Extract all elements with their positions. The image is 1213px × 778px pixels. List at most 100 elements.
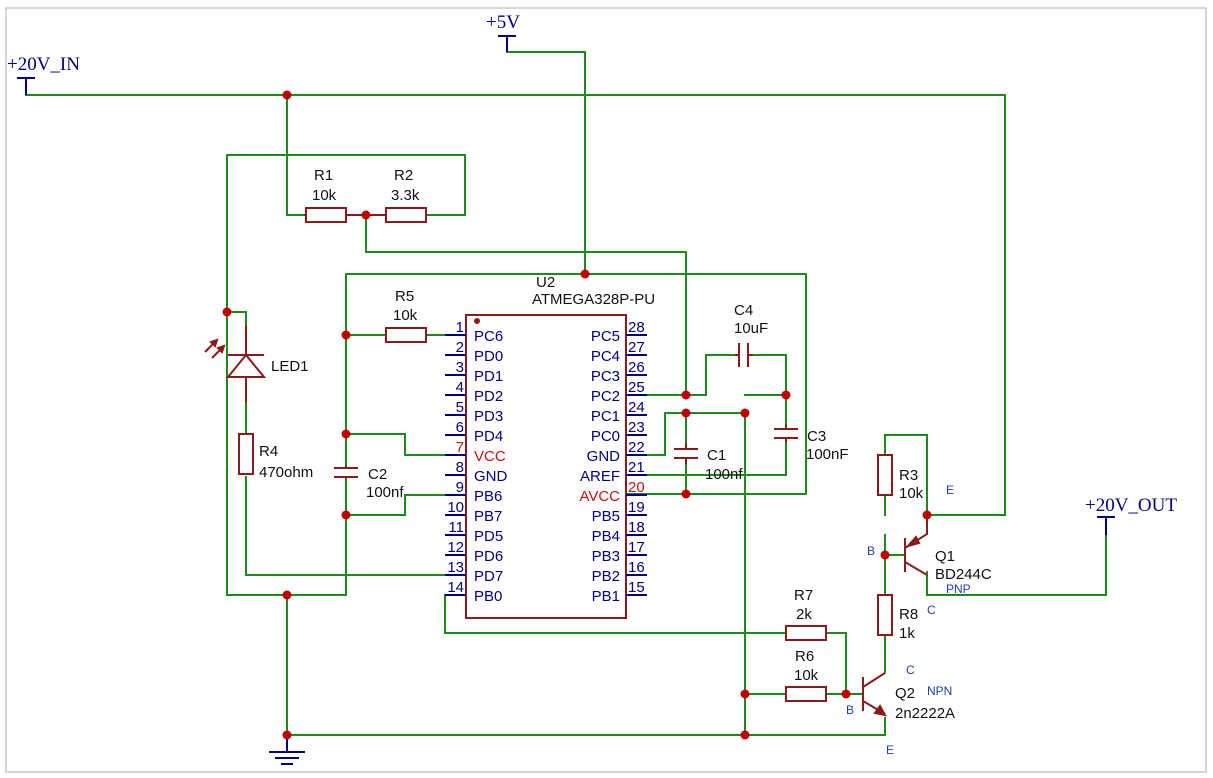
u2-ref: U2 <box>536 274 555 291</box>
r3-value: 10k <box>899 485 924 502</box>
transistor-q1: E B C Q1 BD244C PNP <box>867 483 992 617</box>
u2-pin-num-20: 20 <box>628 479 645 496</box>
u2-left-pins: 1PC62PD03PD14PD25PD36PD47VCC8GND9PB610PB… <box>445 319 508 605</box>
power-out-label: +20V_OUT <box>1085 495 1177 516</box>
u2-pin-name-22: GND <box>587 448 621 465</box>
u2-pin-name-1: PC6 <box>474 328 503 345</box>
u2-pin-name-28: PC5 <box>591 328 620 345</box>
u2-pin-num-23: 23 <box>628 419 645 436</box>
r8-value: 1k <box>899 625 915 642</box>
junctions <box>222 90 932 740</box>
u2-pin-name-13: PD7 <box>474 568 503 585</box>
u2-pin-name-18: PB4 <box>592 528 620 545</box>
resistor-r2: R2 3.3k <box>366 167 427 223</box>
c1-ref: C1 <box>707 447 726 464</box>
r7-value: 2k <box>796 606 812 623</box>
capacitor-c1: C1 100nf <box>674 443 743 483</box>
r5-value: 10k <box>393 307 418 324</box>
u2-pin-name-16: PB2 <box>592 568 620 585</box>
u2-pin-num-18: 18 <box>628 519 645 536</box>
u2-pin-num-13: 13 <box>447 559 464 576</box>
r6-value: 10k <box>794 667 819 684</box>
u2-right-pins: 28PC527PC426PC325PC224PC123PC022GND21ARE… <box>579 319 647 605</box>
r2-ref: R2 <box>394 167 413 184</box>
u2-pin-name-3: PD1 <box>474 368 503 385</box>
resistor-r3: R3 10k <box>877 454 924 502</box>
c1-value: 100nf <box>705 466 743 483</box>
u2-pin-num-22: 22 <box>628 439 645 456</box>
u2-pin-num-14: 14 <box>447 579 464 596</box>
u2-value: ATMEGA328P-PU <box>532 291 655 308</box>
c3-ref: C3 <box>807 428 826 445</box>
c2-value: 100nf <box>366 484 404 501</box>
q1-b-label: B <box>867 544 875 558</box>
q1-c-label: C <box>927 603 936 617</box>
q2-ref: Q2 <box>895 685 915 702</box>
resistor-r1: R1 10k <box>304 167 366 223</box>
r4-ref: R4 <box>259 443 278 460</box>
q1-value: BD244C <box>935 566 992 583</box>
u2-pin-num-25: 25 <box>628 379 645 396</box>
u2-pin-name-6: PD4 <box>474 428 503 445</box>
u2-pin-name-27: PC4 <box>591 348 620 365</box>
u2-pin-num-28: 28 <box>628 319 645 336</box>
c2-ref: C2 <box>368 466 387 483</box>
u2-pin-name-23: PC0 <box>591 428 620 445</box>
u2-pin-name-7: VCC <box>474 448 506 465</box>
u2-pin-num-1: 1 <box>456 319 464 336</box>
u2-pin-name-9: PB6 <box>474 488 502 505</box>
resistor-r4: R4 470ohm <box>238 433 313 481</box>
q1-type: PNP <box>946 582 971 596</box>
u2-pin-name-5: PD3 <box>474 408 503 425</box>
u2-pin-num-8: 8 <box>456 459 464 476</box>
r8-ref: R8 <box>899 606 918 623</box>
u2-pin-num-6: 6 <box>456 419 464 436</box>
u2-pin-name-25: PC2 <box>591 388 620 405</box>
resistor-r5: R5 10k <box>385 288 427 343</box>
led1: LED1 <box>204 325 309 403</box>
u2-pin-num-3: 3 <box>456 359 464 376</box>
u2-pin-num-24: 24 <box>628 399 645 416</box>
u2-pin-name-11: PD5 <box>474 528 503 545</box>
c4-value: 10uF <box>734 320 768 337</box>
u2-pin-num-11: 11 <box>448 519 464 536</box>
r3-ref: R3 <box>899 467 918 484</box>
u2-pin-num-21: 21 <box>628 459 645 476</box>
q2-value: 2n2222A <box>895 705 955 722</box>
resistor-r8: R8 1k <box>877 594 918 642</box>
u2-pin-name-15: PB1 <box>592 588 620 605</box>
r7-ref: R7 <box>794 587 813 604</box>
c3-value: 100nF <box>806 446 849 463</box>
u2-pin-num-5: 5 <box>456 399 464 416</box>
q1-ref: Q1 <box>935 548 955 565</box>
u2-pin-num-2: 2 <box>456 339 464 356</box>
u2-pin-num-9: 9 <box>456 479 464 496</box>
u2-pin-name-14: PB0 <box>474 588 502 605</box>
u2-pin-name-19: PB5 <box>592 508 620 525</box>
q2-b-label: B <box>846 703 854 717</box>
u2-pin-name-20: AVCC <box>579 488 620 505</box>
u2-pin-num-15: 15 <box>628 579 645 596</box>
capacitor-c3: C3 100nF <box>774 425 849 463</box>
u2-pin-name-4: PD2 <box>474 388 503 405</box>
u2-pin-num-10: 10 <box>447 499 464 516</box>
u2-pin-name-17: PB3 <box>592 548 620 565</box>
c4-ref: C4 <box>734 302 753 319</box>
power-5v-label: +5V <box>486 12 520 33</box>
u2-pin-name-21: AREF <box>580 468 620 485</box>
u2-pin-name-2: PD0 <box>474 348 503 365</box>
r5-ref: R5 <box>395 288 414 305</box>
resistor-r6: R6 10k <box>785 648 827 702</box>
resistor-r7: R7 2k <box>785 587 827 641</box>
q2-e-label: E <box>886 743 894 757</box>
u2-pin-num-12: 12 <box>447 539 464 556</box>
u2-pin-num-26: 26 <box>628 359 645 376</box>
u2-pin-name-24: PC1 <box>591 408 620 425</box>
u2-pin-name-8: GND <box>474 468 508 485</box>
u2-pin-name-12: PD6 <box>474 548 503 565</box>
power-in-label: +20V_IN <box>7 54 80 75</box>
capacitor-c4: C4 10uF <box>734 302 768 367</box>
u2-pin-num-4: 4 <box>456 379 464 396</box>
